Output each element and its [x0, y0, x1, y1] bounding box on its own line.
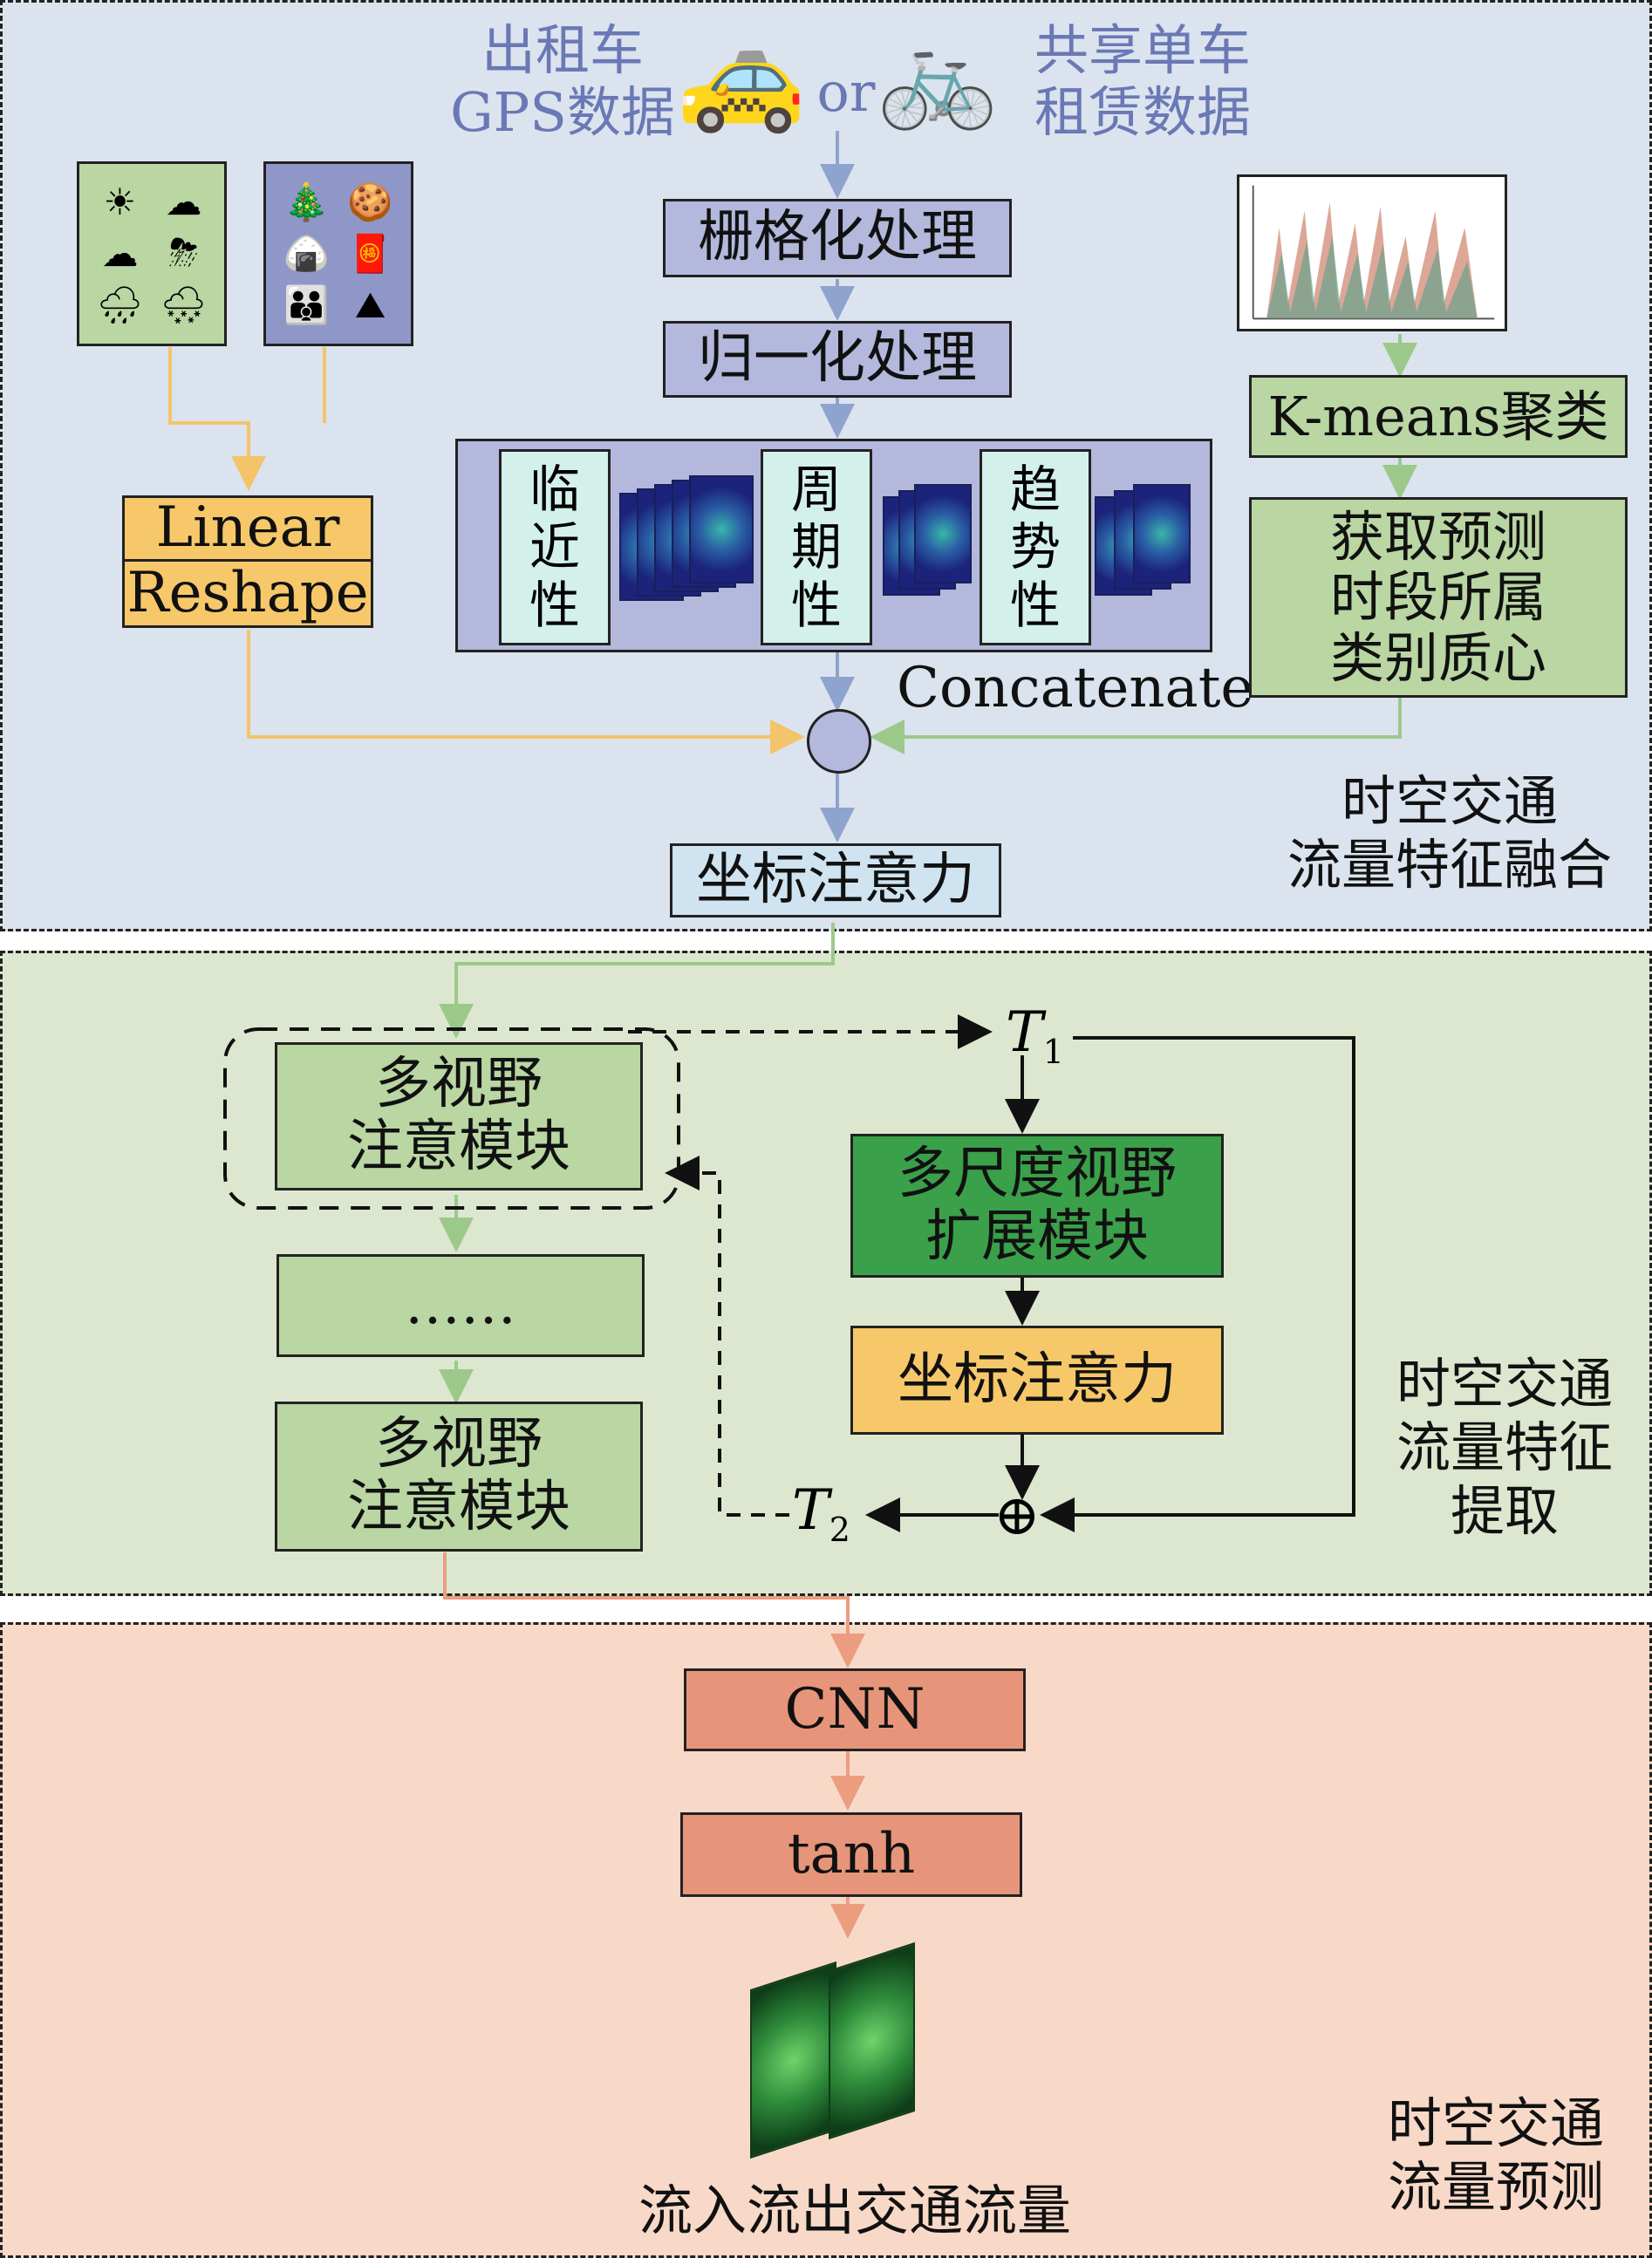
bicycle-icon: 🚲 — [877, 20, 999, 133]
reshape-label: Reshape — [126, 560, 369, 625]
output-flow-maps — [750, 1941, 933, 2159]
or-label: or — [816, 60, 876, 124]
closeness-heatmap-stack — [619, 475, 759, 602]
kmeans-box: K-means聚类 — [1249, 375, 1628, 458]
multi-scale-view-box: 多尺度视野 扩展模块 — [850, 1134, 1224, 1278]
family-icon: 👪 — [283, 283, 330, 327]
period-heatmap-stack — [883, 484, 972, 606]
inflow-map — [750, 1961, 836, 2159]
storm-icon: ⛈ — [168, 231, 199, 275]
cookie-icon: 🍪 — [347, 180, 393, 223]
weather-icon-panel: ☀ ☁ ☁ ⛈ 🌧 🌨 — [77, 161, 227, 346]
concatenate-label: Concatenate — [897, 656, 1254, 720]
rain-icon: 🌧 — [96, 283, 144, 327]
cloud-icon: ☁ — [101, 231, 139, 275]
ellipsis-box: …… — [276, 1254, 645, 1357]
t2-label: T2 — [792, 1478, 850, 1549]
sun-icon: ☀ — [103, 180, 137, 223]
holiday-icon-panel: 🎄 🍪 🍙 🧧 👪 ⛰ — [263, 161, 413, 346]
concatenate-node — [807, 709, 871, 774]
outflow-map — [829, 1941, 915, 2140]
bike-source-label: 共享单车 租赁数据 — [1034, 18, 1251, 145]
zongzi-icon: 🍙 — [283, 231, 330, 275]
linear-reshape-box: Linear Reshape — [122, 495, 373, 628]
t1-label: T1 — [1006, 1000, 1064, 1071]
period-label: 周 期 性 — [761, 449, 872, 645]
tanh-box: tanh — [680, 1812, 1022, 1897]
extraction-section-label: 时空交通 流量特征 提取 — [1396, 1352, 1613, 1544]
closeness-label: 临 近 性 — [499, 449, 611, 645]
normalization-box: 归一化处理 — [663, 321, 1012, 398]
linear-label: Linear — [125, 496, 371, 562]
multi-view-attention-box-2: 多视野 注意模块 — [275, 1402, 643, 1552]
trend-label: 趋 势 性 — [980, 449, 1091, 645]
taxi-icon: 🚕 — [676, 16, 807, 137]
flow-history-chart — [1237, 174, 1507, 331]
coordinate-attention-box-2: 坐标注意力 — [850, 1326, 1224, 1435]
output-label: 流入流出交通流量 — [638, 2179, 1071, 2242]
prediction-section-label: 时空交通 流量预测 — [1387, 2091, 1604, 2220]
multi-view-attention-box-1: 多视野 注意模块 — [275, 1042, 643, 1190]
coordinate-attention-box: 坐标注意力 — [670, 843, 1001, 918]
centroid-box: 获取预测 时段所属 类别质心 — [1249, 497, 1628, 698]
snow-icon: 🌨 — [160, 283, 208, 327]
cloud-icon: ☁ — [165, 180, 202, 223]
taxi-source-label: 出租车 GPS数据 — [450, 18, 675, 145]
cnn-box: CNN — [684, 1668, 1026, 1751]
fusion-section-label: 时空交通 流量特征融合 — [1287, 769, 1612, 897]
add-node: ⊕ — [993, 1484, 1041, 1548]
grid-processing-box: 栅格化处理 — [663, 199, 1012, 277]
mountain-icon: ⛰ — [354, 283, 386, 327]
tree-icon: 🎄 — [283, 180, 330, 223]
envelope-icon: 🧧 — [347, 231, 393, 275]
trend-heatmap-stack — [1095, 484, 1208, 606]
